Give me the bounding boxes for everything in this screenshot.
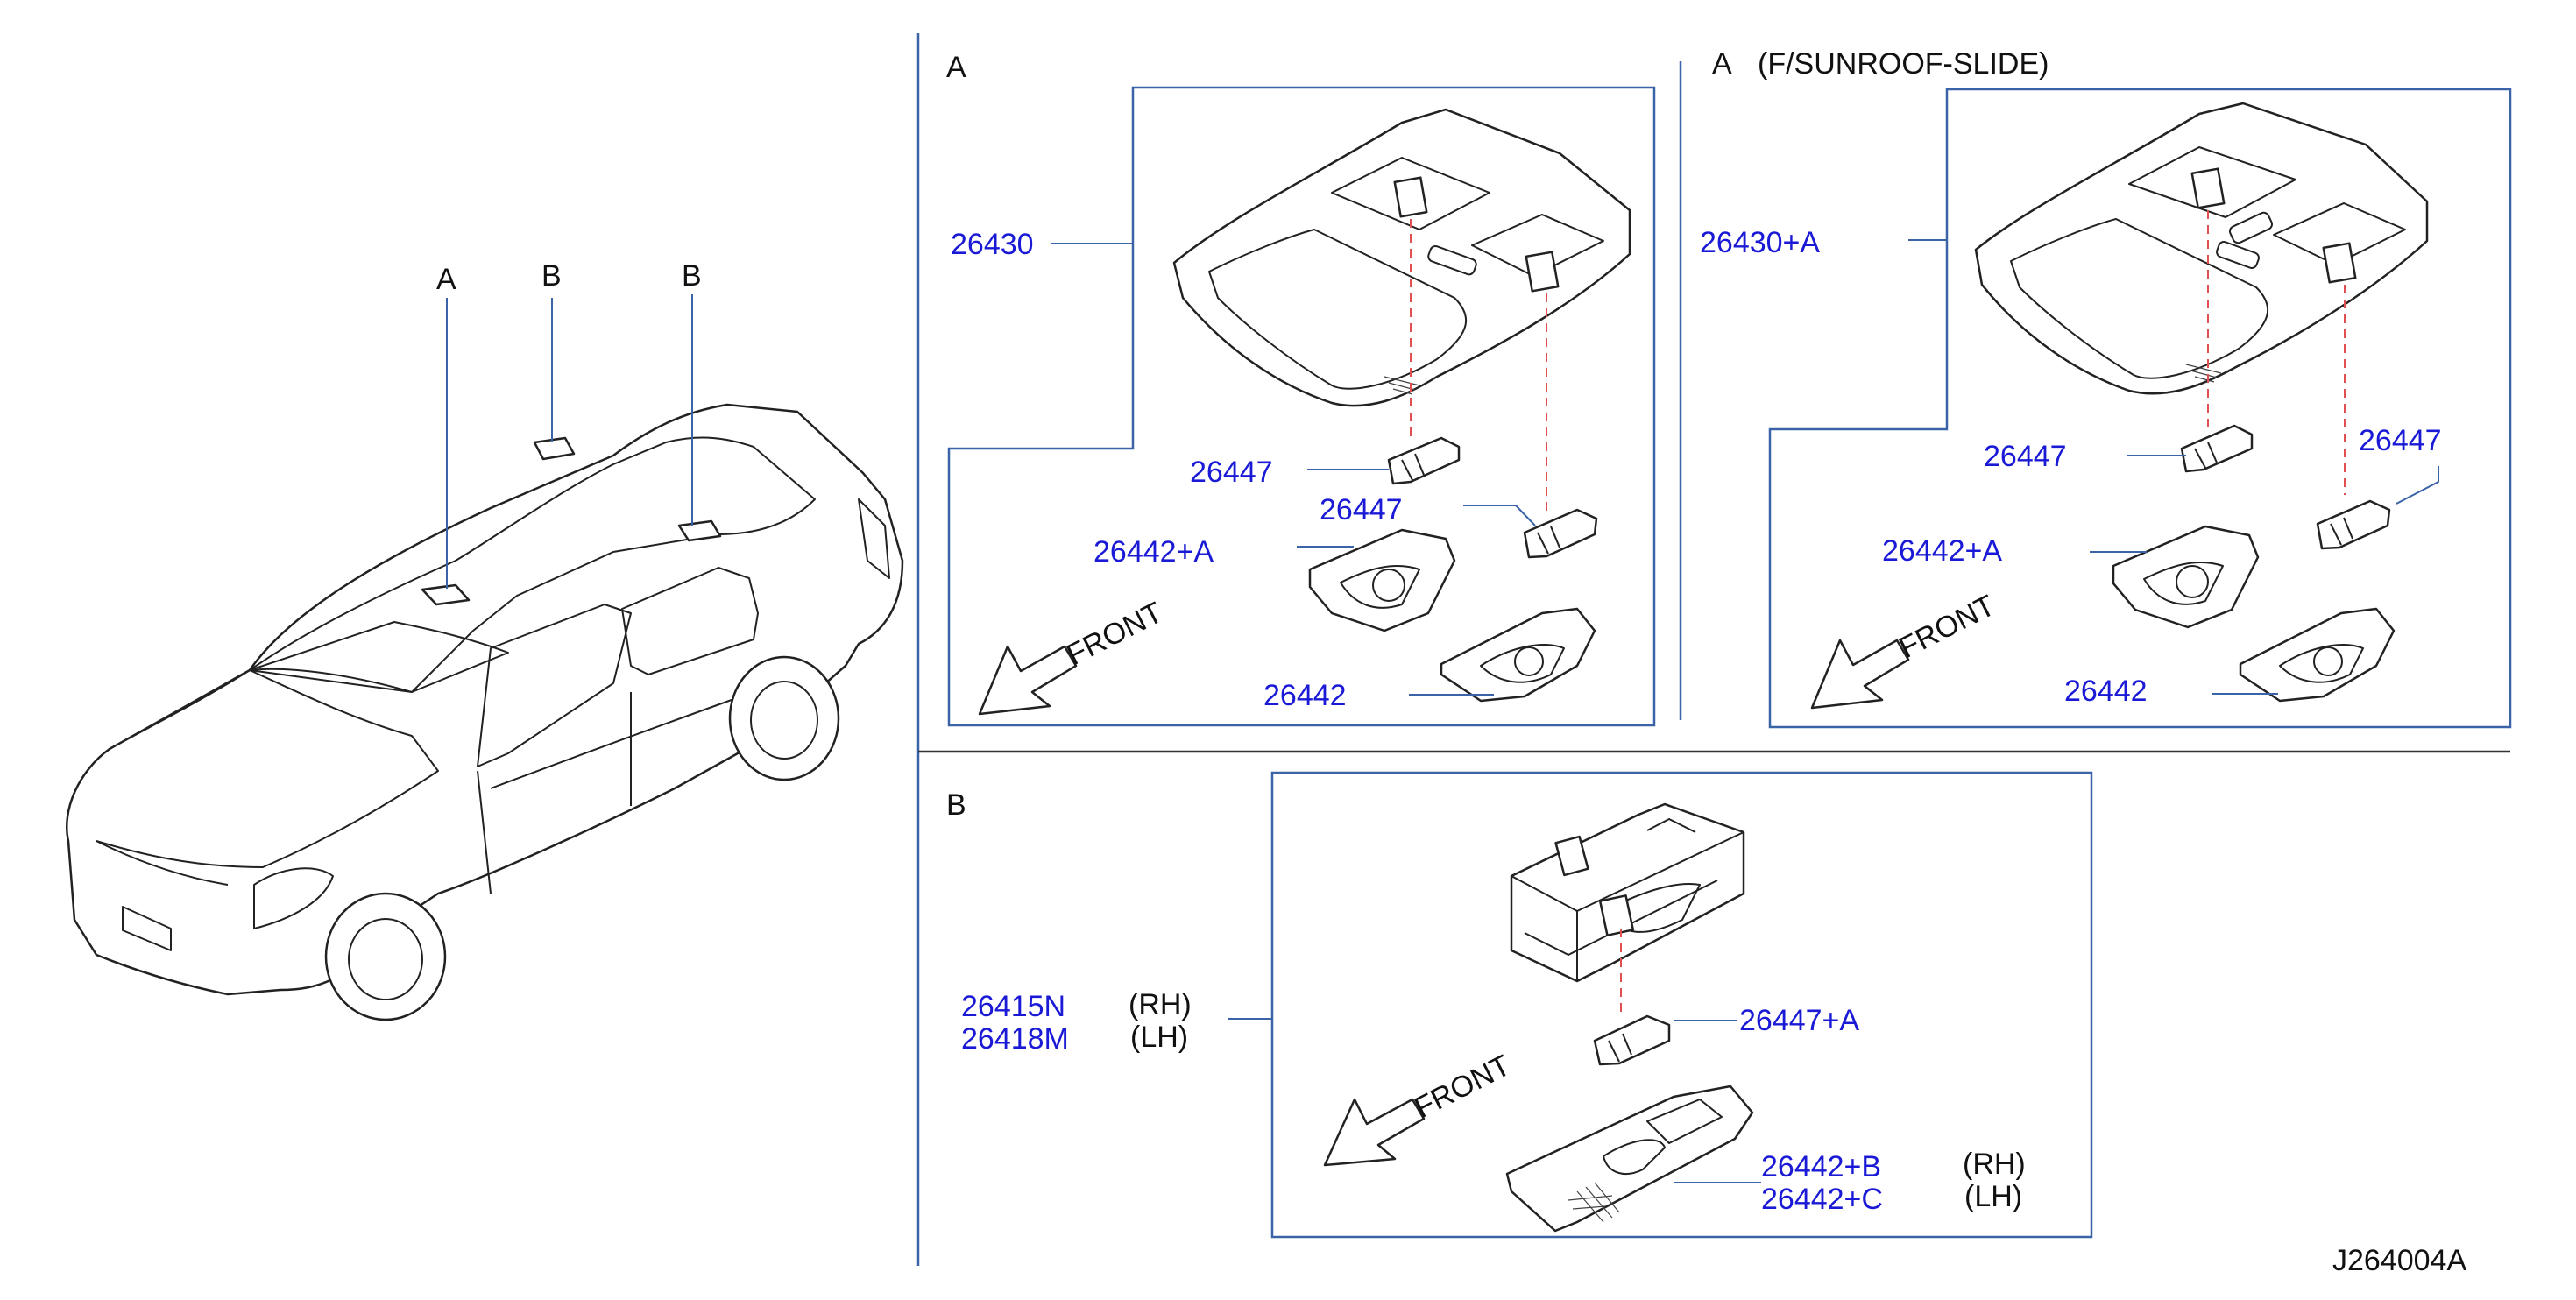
car-illustration bbox=[66, 403, 904, 1021]
part-26447-right: 26447 bbox=[2359, 424, 2442, 457]
lens-26442-sunroof bbox=[2239, 607, 2396, 703]
section-a-title: A bbox=[946, 51, 966, 84]
part-26430: 26430 bbox=[951, 228, 1034, 261]
part-26415n-side: (RH) bbox=[1129, 988, 1192, 1021]
section-a: A bbox=[946, 51, 1656, 727]
lens-b bbox=[1505, 1085, 1754, 1233]
part-26442-a: 26442+A bbox=[1093, 535, 1214, 569]
part-26442-b: 26442+B bbox=[1761, 1150, 1881, 1183]
part-26442-c-side: (LH) bbox=[1964, 1180, 2022, 1213]
front-arrow-b bbox=[1323, 1098, 1426, 1167]
front-label-b: FRONT bbox=[1409, 1049, 1516, 1125]
part-26442-a-sunroof: 26442+A bbox=[1882, 534, 2002, 568]
lens-26442-a bbox=[1308, 528, 1456, 632]
callout-b1-label: B bbox=[541, 259, 562, 293]
section-a-sunroof: A (F/SUNROOF-SLIDE) bbox=[1700, 47, 2512, 729]
part-26430-a: 26430+A bbox=[1700, 226, 1820, 259]
bulb-lower bbox=[1523, 508, 1598, 559]
lens-26442-a-sunroof bbox=[2112, 525, 2260, 629]
front-label-as: FRONT bbox=[1893, 589, 2000, 665]
section-b: B FRONT 26415N (RH) bbox=[946, 771, 2093, 1239]
part-26418m: 26418M bbox=[961, 1022, 1069, 1056]
front-arrow-a bbox=[978, 645, 1078, 716]
part-26447-a: 26447+A bbox=[1739, 1004, 1859, 1037]
part-26442-b-side: (RH) bbox=[1963, 1148, 2026, 1181]
section-a-sunroof-title: A bbox=[1712, 47, 1732, 81]
part-26442: 26442 bbox=[1263, 679, 1347, 712]
section-a-frame bbox=[947, 86, 1656, 727]
bulb-left bbox=[2180, 424, 2254, 473]
lamp-housing-26430-a bbox=[1974, 102, 2429, 395]
bulb-right bbox=[2316, 499, 2391, 550]
part-26442-c: 26442+C bbox=[1761, 1183, 1883, 1216]
part-26447-upper: 26447 bbox=[1190, 456, 1273, 489]
lens-26442 bbox=[1440, 607, 1596, 703]
callout-a-label: A bbox=[436, 263, 456, 296]
front-arrow-as bbox=[1810, 639, 1910, 710]
part-26442-sunroof: 26442 bbox=[2064, 675, 2148, 708]
lamp-assembly-b bbox=[1510, 802, 1745, 983]
bulb-b bbox=[1593, 1014, 1671, 1066]
drawing-code: J264004A bbox=[2332, 1244, 2466, 1277]
section-a-sunroof-frame bbox=[1768, 88, 2512, 729]
part-26415n: 26415N bbox=[961, 990, 1065, 1023]
front-label-a: FRONT bbox=[1061, 596, 1168, 672]
callout-b2-label: B bbox=[682, 259, 702, 293]
part-26447-left: 26447 bbox=[1984, 440, 2067, 473]
lamp-housing-26430 bbox=[1172, 108, 1631, 407]
bulb-upper bbox=[1387, 436, 1461, 485]
section-b-frame bbox=[1270, 771, 2093, 1239]
part-26447-lower: 26447 bbox=[1320, 493, 1403, 526]
section-b-title: B bbox=[946, 788, 966, 822]
section-a-sunroof-variant: (F/SUNROOF-SLIDE) bbox=[1758, 47, 2049, 81]
part-26418m-side: (LH) bbox=[1130, 1021, 1188, 1054]
